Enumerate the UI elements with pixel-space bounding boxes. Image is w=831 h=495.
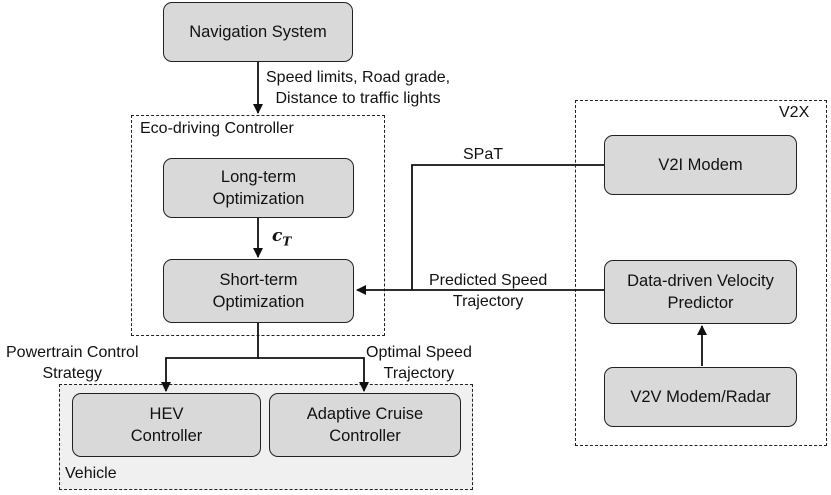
hev-controller-node: HEV Controller xyxy=(72,393,261,457)
short-term-optimization-node: Short-term Optimization xyxy=(163,259,354,323)
short-to-acc-branch xyxy=(258,357,369,392)
v2i-modem-node: V2I Modem xyxy=(604,135,797,195)
eco-driving-controller-label: Eco-driving Controller xyxy=(140,120,294,137)
vehicle-label: Vehicle xyxy=(65,465,117,482)
spat-label: SPaT xyxy=(463,146,504,163)
short-to-vehicle-branch xyxy=(161,323,259,392)
ct-label: cT xyxy=(272,226,291,248)
v2x-label: V2X xyxy=(779,104,810,121)
velocity-predictor-node: Data-driven Velocity Predictor xyxy=(604,260,797,324)
v2v-modem-radar-node: V2V Modem/Radar xyxy=(604,367,797,427)
optimal-speed-label: Optimal Speed Trajectory xyxy=(366,344,472,382)
predicted-speed-label: Predicted Speed Trajectory xyxy=(429,272,548,310)
spat-line xyxy=(411,164,604,290)
v2x-group xyxy=(575,100,827,446)
navigation-system-node: Navigation System xyxy=(163,2,353,62)
ct-subscript: T xyxy=(282,234,292,249)
adaptive-cruise-controller-node: Adaptive Cruise Controller xyxy=(269,393,461,457)
ct-symbol: c xyxy=(272,226,283,246)
long-term-optimization-node: Long-term Optimization xyxy=(163,158,354,218)
nav-to-eco-label: Speed limits, Road grade, Distance to tr… xyxy=(266,69,451,107)
powertrain-control-label: Powertrain Control Strategy xyxy=(6,344,139,382)
